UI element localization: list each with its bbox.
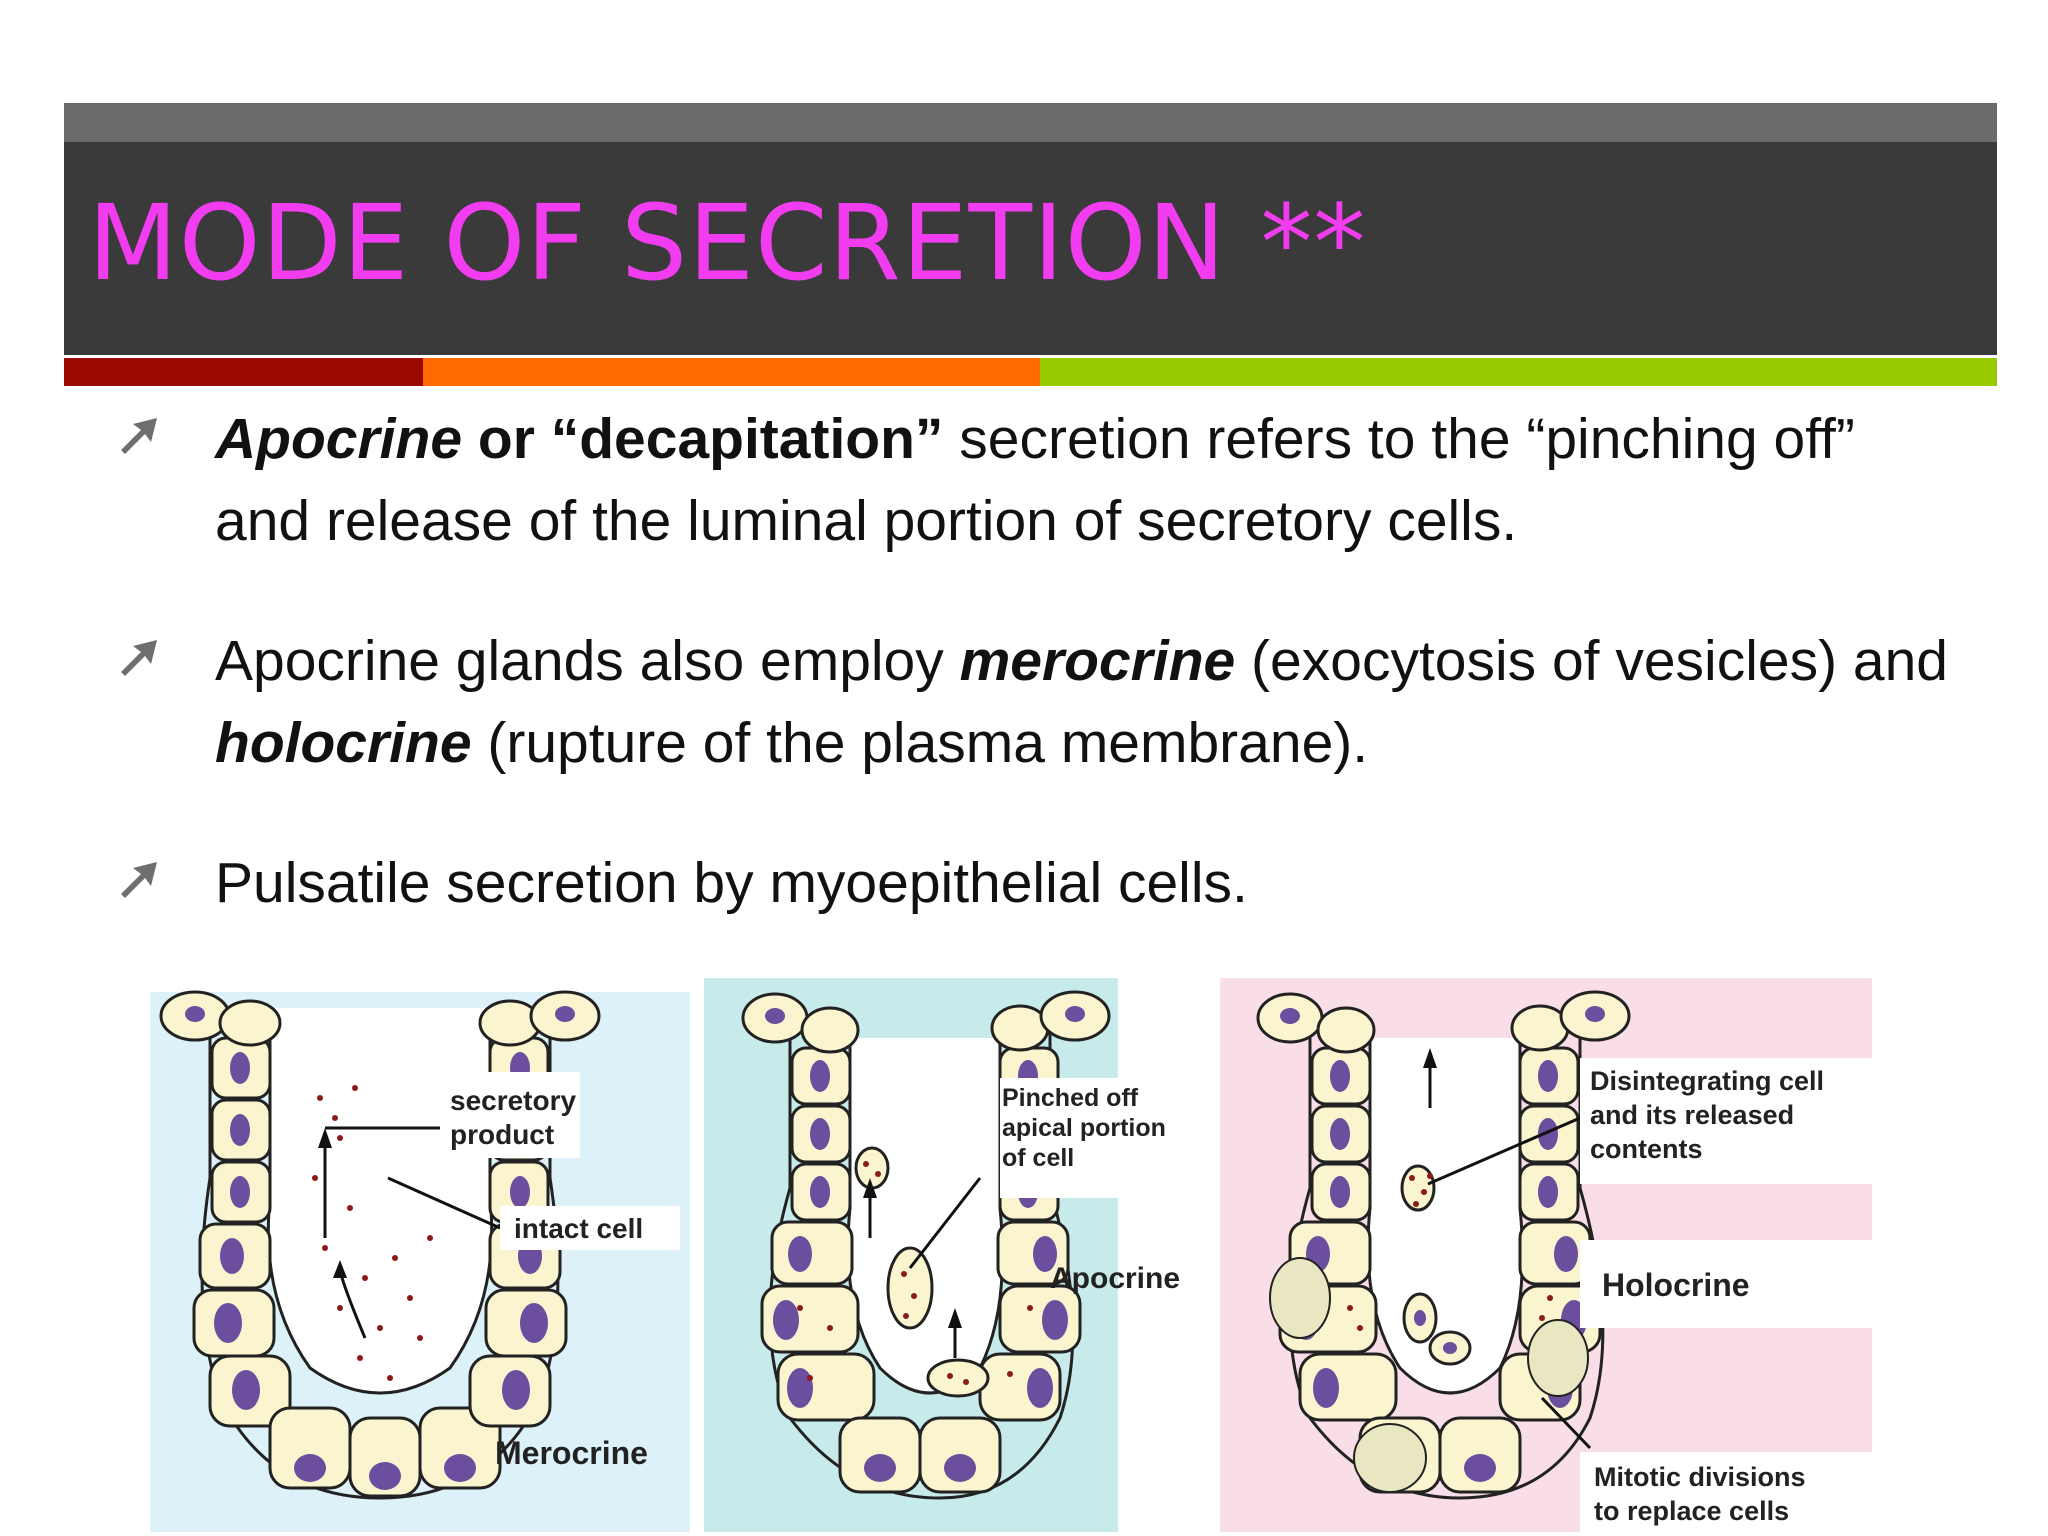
merocrine-gland-illustration <box>159 990 601 1500</box>
apocrine-panel: Pinched off apical portion of cell Apocr… <box>704 978 1180 1532</box>
label-contents: contents <box>1590 1134 1703 1164</box>
arrow-bullet-icon <box>121 640 157 676</box>
label-disintegrating-cell: Disintegrating cell <box>1590 1066 1824 1096</box>
holocrine-label-box <box>1580 1240 1872 1328</box>
title-bar-top-band <box>64 103 1997 142</box>
bullet-item-apocrine: Apocrine or “decapitation” secretion ref… <box>105 398 1965 562</box>
accent-stripes <box>64 358 1997 386</box>
bullet-text: Apocrine glands also employ <box>215 629 960 693</box>
pinched-pointer-line <box>908 1177 982 1269</box>
term-decapitation: or “decapitation” <box>462 407 944 471</box>
intact-label-box <box>500 1206 680 1250</box>
secretory-label-box <box>440 1072 580 1158</box>
label-intact-cell: intact cell <box>514 1213 643 1244</box>
bullet-text: secretion refers to the “pinching off” a… <box>215 407 1855 553</box>
bullet-text: (rupture of the plasma membrane). <box>471 711 1369 775</box>
merocrine-panel: secretory product intact cell Merocrine <box>150 990 690 1532</box>
term-apocrine: Apocrine <box>215 407 463 471</box>
holocrine-gland-illustration <box>1256 990 1631 1500</box>
label-apical-portion: apical portion <box>1002 1114 1166 1142</box>
label-secretory: secretory <box>450 1085 577 1116</box>
label-product: product <box>450 1119 554 1150</box>
secretion-modes-figure: secretory product intact cell Merocrine <box>150 978 1872 1534</box>
arrow-bullet-icon <box>121 418 157 454</box>
label-pinched-off: Pinched off <box>1002 1084 1139 1112</box>
mitotic-pointer-line <box>1540 1396 1592 1450</box>
pinched-label-box <box>1000 1078 1118 1198</box>
intact-cell-pointer-line <box>387 1176 501 1230</box>
term-holocrine: holocrine <box>215 711 472 775</box>
bullet-item-pulsatile: Pulsatile secretion by myoepithelial cel… <box>105 842 1965 924</box>
arrow-bullet-icon <box>121 862 157 898</box>
label-of-cell: of cell <box>1002 1144 1074 1172</box>
label-mitotic-divisions: Mitotic divisions <box>1594 1462 1806 1492</box>
stripe-green <box>1040 358 1997 386</box>
bullet-item-glands: Apocrine glands also employ merocrine (e… <box>105 620 1965 784</box>
label-merocrine: Merocrine <box>495 1435 648 1471</box>
label-apocrine: Apocrine <box>1050 1262 1180 1295</box>
label-holocrine: Holocrine <box>1602 1267 1750 1303</box>
label-replace-cells: to replace cells <box>1594 1496 1789 1526</box>
stripe-orange <box>423 358 1040 386</box>
holocrine-panel: Disintegrating cell and its released con… <box>1220 978 1872 1534</box>
stripe-red <box>64 358 423 386</box>
term-merocrine: merocrine <box>959 629 1236 693</box>
mitotic-label-box <box>1580 1452 1872 1534</box>
bullet-list: Apocrine or “decapitation” secretion ref… <box>105 398 1965 982</box>
apocrine-gland-illustration <box>741 990 1111 1500</box>
label-released: and its released <box>1590 1100 1794 1130</box>
disintegrating-pointer-line <box>1427 1116 1581 1186</box>
slide-title: MODE OF SECRETION ** <box>88 182 1367 304</box>
disintegrating-label-box <box>1580 1058 1872 1184</box>
bullet-text: (exocytosis of vesicles) and <box>1235 629 1948 693</box>
title-bar: MODE OF SECRETION ** <box>64 103 1997 355</box>
bullet-text: Pulsatile secretion by myoepithelial cel… <box>215 851 1248 915</box>
